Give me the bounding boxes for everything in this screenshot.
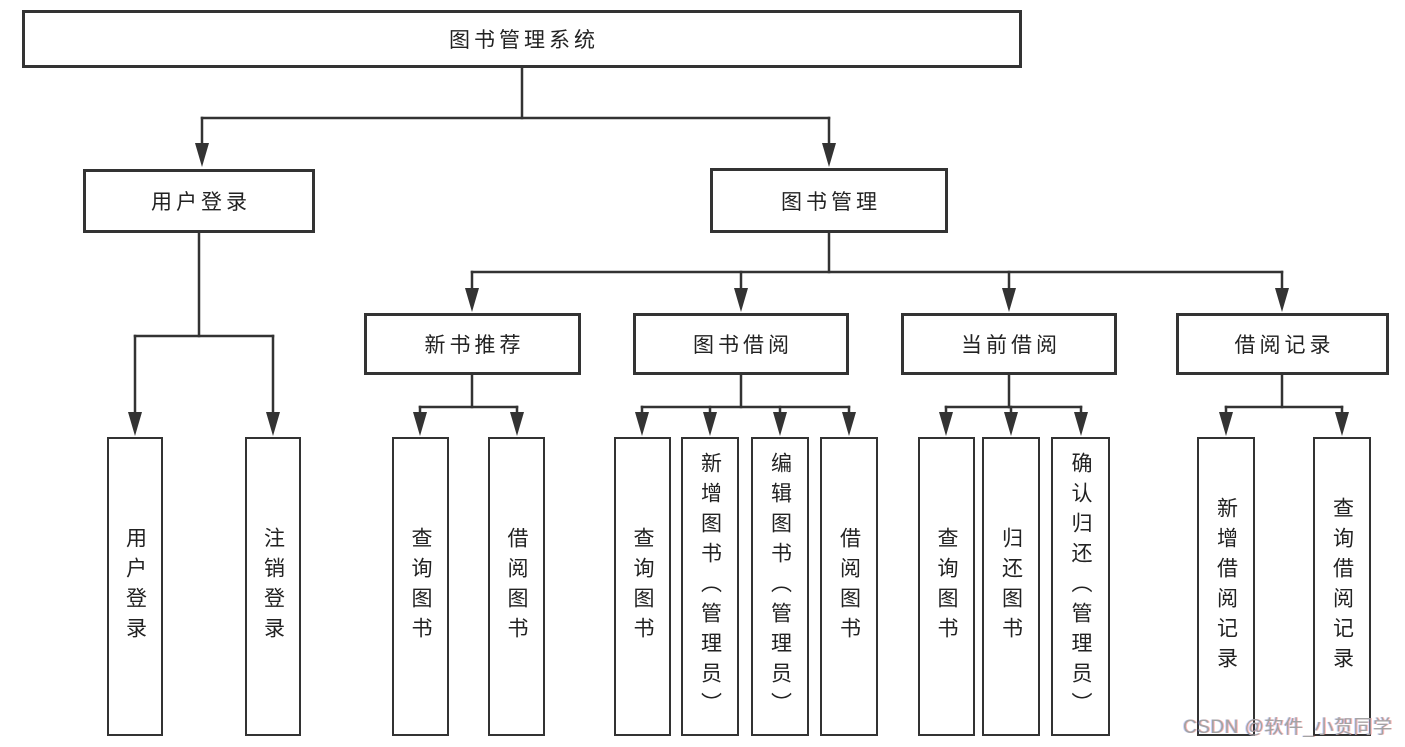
node-borrowing-records: 借阅记录: [1176, 313, 1389, 375]
node-book-management: 图书管理: [710, 168, 948, 233]
csdn-watermark: CSDN @软件_小贺同学: [1183, 717, 1393, 738]
leaf-query-borrow-record: 查询借阅记录: [1313, 437, 1371, 736]
leaf-edit-book-admin: 编辑图书（管理员）: [751, 437, 809, 736]
leaf-query-books-borrowing: 查询图书: [614, 437, 671, 736]
leaf-return-books: 归还图书: [982, 437, 1040, 736]
leaf-add-book-admin: 新增图书（管理员）: [681, 437, 739, 736]
node-user-login: 用户登录: [83, 169, 315, 233]
leaf-add-borrow-record: 新增借阅记录: [1197, 437, 1255, 736]
leaf-query-books-current: 查询图书: [918, 437, 975, 736]
leaf-query-books-recommend: 查询图书: [392, 437, 449, 736]
leaf-borrow-books-recommend: 借阅图书: [488, 437, 545, 736]
node-current-borrowing: 当前借阅: [901, 313, 1117, 375]
leaf-user-login: 用户登录: [107, 437, 163, 736]
node-library-management-system: 图书管理系统: [22, 10, 1022, 68]
leaf-confirm-return-admin: 确认归还（管理员）: [1051, 437, 1110, 736]
node-new-book-recommend: 新书推荐: [364, 313, 581, 375]
node-book-borrowing: 图书借阅: [633, 313, 849, 375]
leaf-logout: 注销登录: [245, 437, 301, 736]
leaf-borrow-books-borrowing: 借阅图书: [820, 437, 878, 736]
